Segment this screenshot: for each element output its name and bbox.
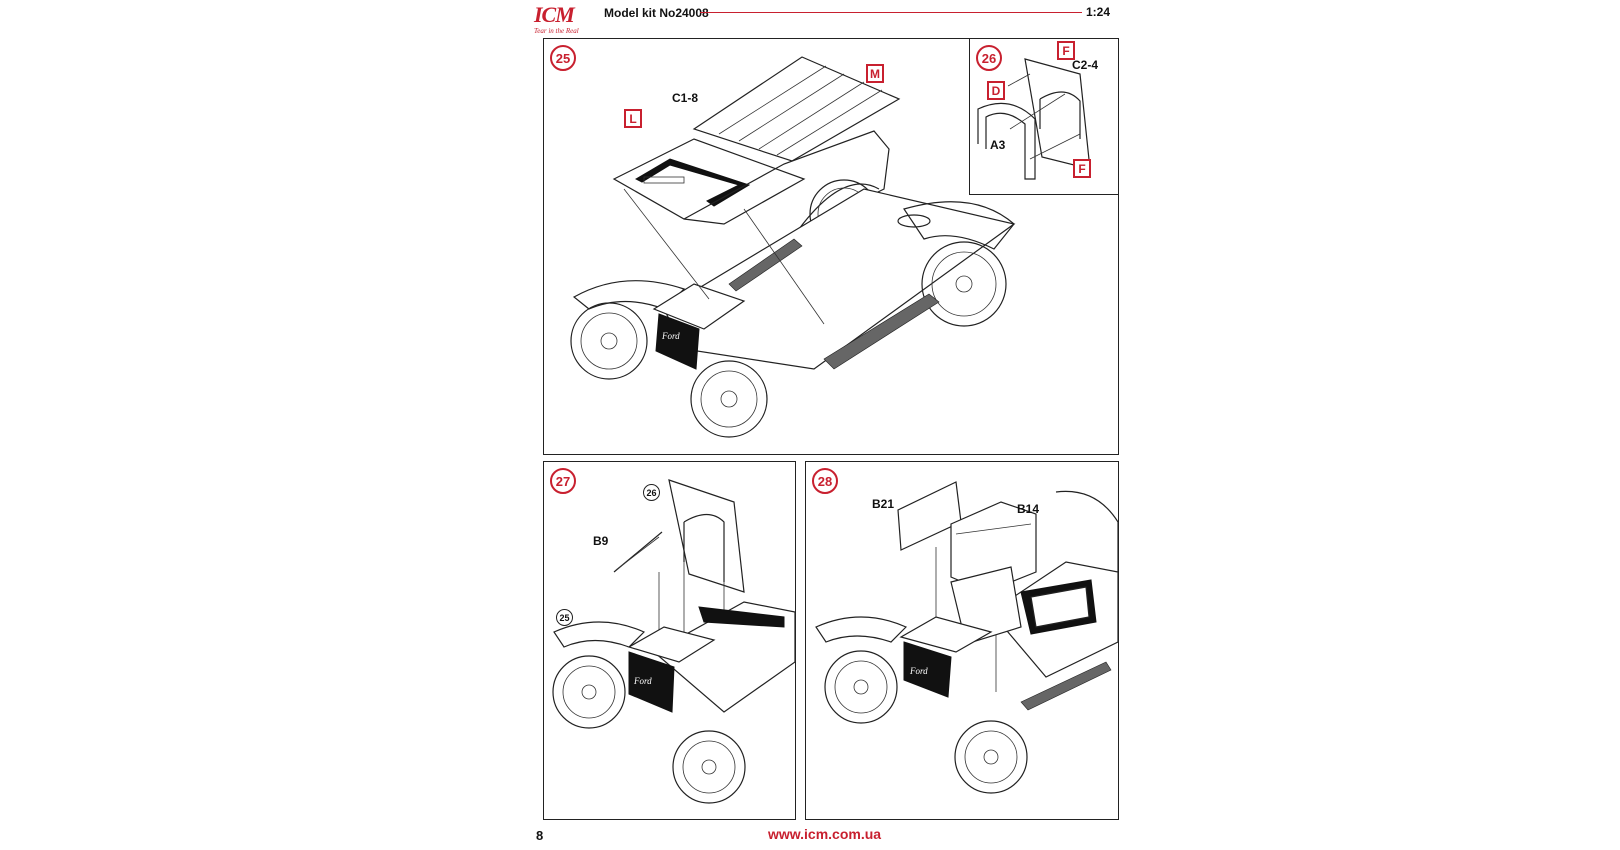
step-28-illustration: Ford [815, 481, 1119, 794]
marker-tag: D [987, 81, 1005, 100]
step-25-illustration: Ford [570, 56, 1016, 438]
marker-tag: F [1057, 41, 1075, 60]
reference-step-badge: 26 [643, 484, 660, 501]
part-label: B9 [593, 534, 609, 548]
step-26-panel: 26 F C2-4 D A3 F [969, 38, 1119, 195]
reference-step-badge: 25 [556, 609, 573, 626]
scale-label: 1:24 [1086, 5, 1111, 19]
marker-tag: M [866, 64, 884, 83]
step-28-panel: Ford 28 B21 B14 [805, 461, 1119, 820]
page-number: 8 [536, 828, 544, 843]
step-27-panel: Ford 27 26 B9 25 [543, 461, 796, 820]
step-number-badge: 28 [812, 468, 838, 494]
step-26-illustration [977, 58, 1091, 180]
kit-title: Model kit No24008 [604, 6, 709, 20]
logo-text: ICM [534, 2, 575, 27]
step-number-badge: 26 [976, 45, 1002, 71]
icm-logo: ICM Tear in the Real [534, 4, 600, 38]
step-number-badge: 25 [550, 45, 576, 71]
marker-tag: F [1073, 159, 1091, 178]
header-rule [700, 12, 1082, 13]
svg-text:Ford: Ford [661, 331, 680, 341]
svg-text:Ford: Ford [633, 676, 652, 686]
svg-text:Ford: Ford [909, 666, 928, 676]
part-label: A3 [990, 138, 1006, 152]
website-link[interactable]: www.icm.com.ua [768, 826, 882, 842]
step-number-badge: 27 [550, 468, 576, 494]
step-27-illustration: Ford [552, 479, 796, 804]
part-label: C2-4 [1072, 58, 1099, 72]
part-label: C1-8 [672, 91, 699, 105]
part-label: B14 [1017, 502, 1040, 516]
marker-tag: L [624, 109, 642, 128]
logo-tagline: Tear in the Real [534, 27, 579, 35]
part-label: B21 [872, 497, 895, 511]
